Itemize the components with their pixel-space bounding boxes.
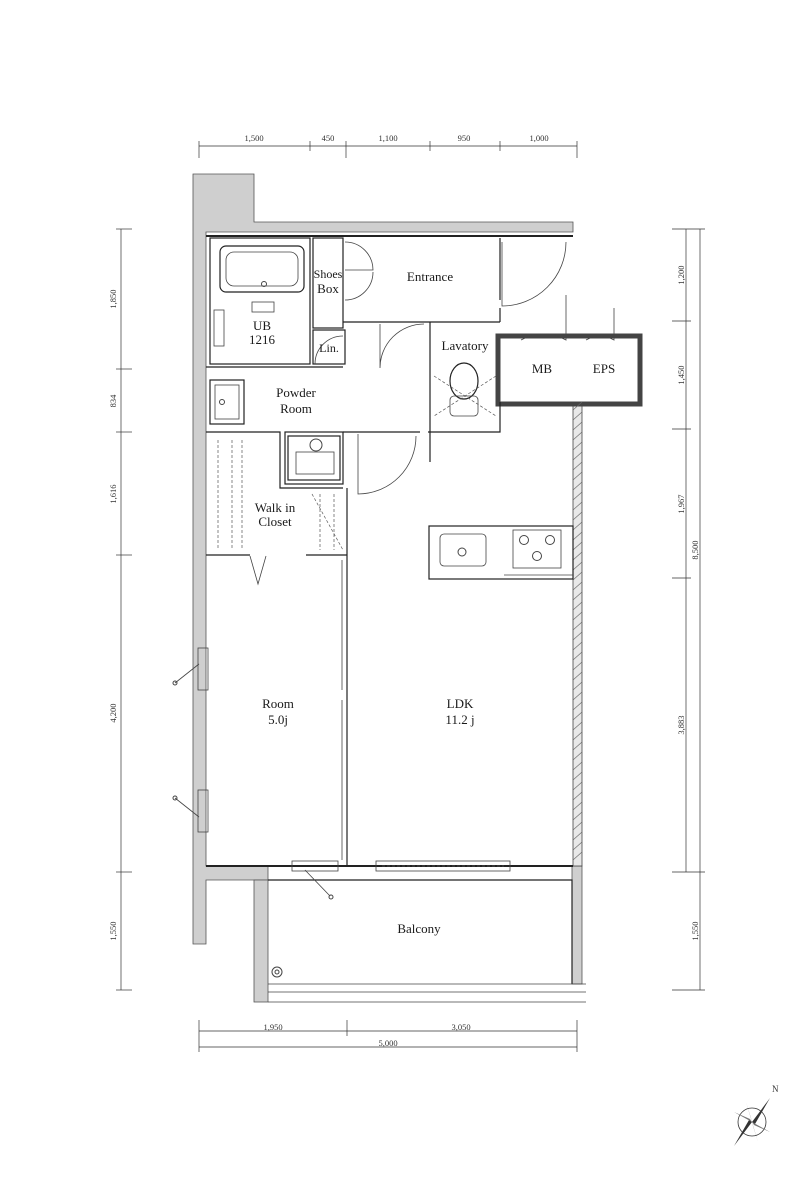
label-powder-2: Room: [280, 401, 312, 416]
sink-icon: [209, 379, 245, 425]
dim-top-3: 1,100: [378, 133, 397, 143]
kitchen-counter: [428, 525, 574, 580]
label-wic-2: Closet: [258, 514, 292, 529]
drain-icon: [271, 966, 283, 978]
bottom-dimensions: 1,950 3,050 5,000: [198, 1020, 578, 1052]
top-dimensions: 1,500 450 1,100 950 1,000: [198, 133, 578, 158]
dim-right-total: 8,500: [690, 540, 700, 559]
dim-top-5: 1,000: [529, 133, 548, 143]
right-dimensions: 1,200 1,450 1,967 3,883 8,500 1,550: [672, 228, 705, 991]
dim-left-4: 4,200: [108, 703, 118, 722]
left-dimensions: 1,850 834 1,616 4,200 1,550: [108, 228, 132, 991]
dim-right-1: 1,200: [676, 265, 686, 284]
bathtub-icon: [219, 245, 305, 293]
label-eps: EPS: [593, 361, 615, 376]
label-wic-1: Walk in: [255, 500, 296, 515]
dim-left-3: 1,616: [108, 484, 118, 503]
dim-right-4: 3,883: [676, 715, 686, 734]
dim-left-2: 834: [108, 394, 118, 408]
dim-right-5: 1,550: [690, 921, 700, 940]
kitchen-sink-icon: [439, 533, 487, 567]
toilet-icon: [449, 362, 479, 400]
dim-right-2: 1,450: [676, 365, 686, 384]
label-entrance: Entrance: [407, 269, 453, 284]
doors: [172, 241, 615, 900]
dim-left-1: 1,850: [108, 289, 118, 308]
dim-top-4: 950: [458, 133, 471, 143]
label-ldk-1: LDK: [447, 696, 474, 711]
room-labels: Entrance Shoes Box UB 1216 Lin. Lavatory…: [249, 267, 615, 936]
label-mb: MB: [532, 361, 553, 376]
interior-walls: [206, 235, 586, 1003]
label-shoes-box-2: Box: [317, 281, 339, 296]
dim-left-5: 1,550: [108, 921, 118, 940]
shower-icon: [213, 309, 225, 347]
label-lavatory: Lavatory: [442, 338, 489, 353]
washer-pan-icon: [287, 435, 341, 481]
label-lin: Lin.: [319, 341, 339, 355]
compass-icon: N: [734, 1084, 779, 1146]
dim-right-3: 1,967: [676, 494, 686, 513]
dim-top-2: 450: [322, 133, 335, 143]
stove-icon: [512, 529, 562, 569]
dim-bottom-1: 1,950: [263, 1022, 282, 1032]
label-ldk-2: 11.2 j: [445, 712, 474, 727]
dim-top-1: 1,500: [244, 133, 263, 143]
label-powder-1: Powder: [276, 385, 316, 400]
label-ub-1: UB: [253, 318, 271, 333]
label-shoes-box-1: Shoes: [314, 267, 343, 281]
wall-hatching: [572, 401, 583, 861]
label-room-2: 5.0j: [268, 712, 288, 727]
structure: [192, 173, 643, 1003]
dim-bottom-2: 3,050: [451, 1022, 470, 1032]
label-balcony: Balcony: [397, 921, 441, 936]
compass-north-label: N: [772, 1084, 779, 1094]
label-room-1: Room: [262, 696, 294, 711]
label-ub-2: 1216: [249, 332, 276, 347]
fixtures: [209, 245, 574, 978]
dim-bottom-total: 5,000: [378, 1038, 397, 1048]
